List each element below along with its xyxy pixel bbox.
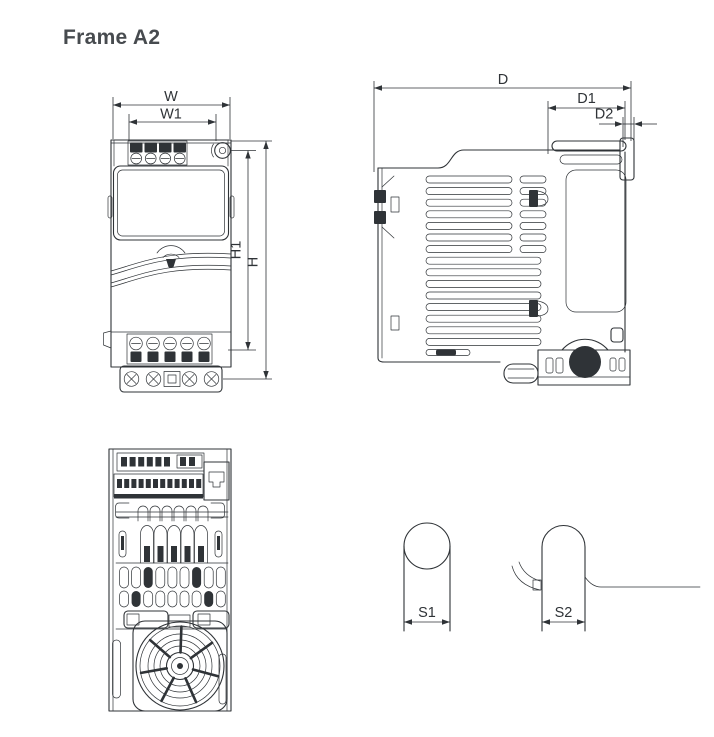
front-body [110,139,232,368]
dim-label-d1: D1 [577,91,596,107]
dim-w: W [112,89,231,139]
fan-mount-tabs [115,610,230,630]
lower-terminal-strip [126,333,213,365]
vent-slots [425,175,547,356]
cable-clamp-row [115,502,229,522]
front-face-clips [374,175,400,331]
dim-label-d2: D2 [595,107,614,123]
left-hook [103,330,112,349]
dim-label-d: D [498,72,508,88]
left-channel-slot [112,639,121,699]
wave-lines [110,252,232,288]
side-clips [529,190,549,317]
screw-detail-s1: S1 [403,522,451,632]
control-terminal-strip [116,452,205,472]
dim-d2: D2 [595,107,657,160]
page-title: Frame A2 [63,26,161,49]
right-slot [214,530,223,558]
screw-detail-s2: S2 [511,524,701,632]
dim-label-h: H [246,257,262,267]
cable-grommet [569,346,601,378]
dim-label-w1: W1 [160,107,182,123]
dim-h1: H1 [228,150,256,351]
right-side-tab [229,195,235,219]
top-terminal-blocks [127,140,188,166]
dim-label-s2: S2 [555,605,573,621]
vent-ovals [119,566,226,608]
dim-label-w: W [164,89,178,105]
bottom-cable-cover [503,338,631,386]
dim-d1: D1 [547,91,626,154]
nameplate [565,169,627,313]
display-panel [112,165,230,241]
mounting-screw-icon [211,142,231,159]
dim-label-h1: H1 [229,241,245,260]
power-terminal-strip [113,473,204,499]
bottom-mounting-plate [119,365,223,393]
left-slot [118,530,127,558]
cooling-fan [132,620,228,712]
left-side-tab [107,195,113,219]
right-channel-slot [218,653,227,705]
bottom-body [108,448,232,712]
side-view: D D1 D2 [373,72,657,386]
dim-label-s1: S1 [418,605,436,621]
rj45-port [203,461,230,501]
mounting-rail [551,137,635,181]
knob-icon [156,245,186,268]
side-top-edge [377,149,621,169]
release-button [610,327,624,343]
dim-h: H [223,140,272,380]
bottom-view [108,448,232,712]
front-view: W W1 [103,89,272,393]
dim-w1: W1 [128,107,217,141]
dim-d: D [373,72,632,172]
cable-guide-arches [115,525,229,564]
